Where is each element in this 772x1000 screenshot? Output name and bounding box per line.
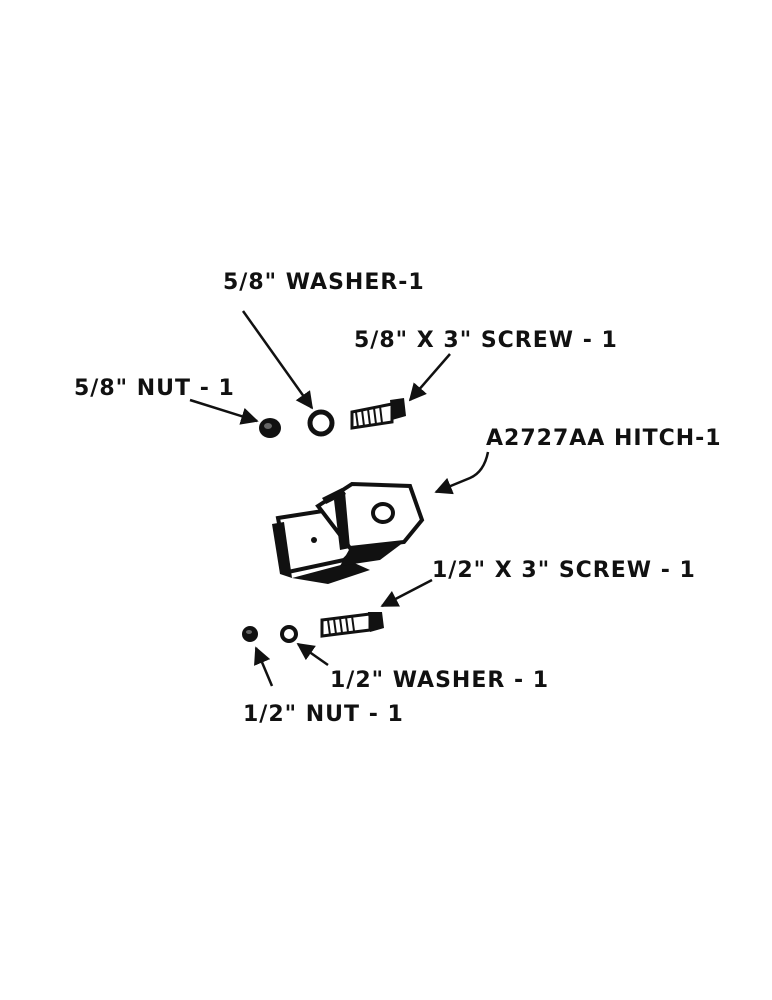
leader-hitch — [434, 451, 490, 495]
leader-washer-58 — [241, 310, 314, 410]
label-washer-58: 5/8" WASHER-1 — [223, 270, 425, 295]
leader-lines — [189, 310, 490, 687]
leader-screw-12 — [380, 578, 433, 608]
leader-washer-12 — [296, 642, 329, 667]
label-nut-58: 5/8" NUT - 1 — [74, 376, 235, 401]
label-screw-12: 1/2" X 3" SCREW - 1 — [432, 558, 696, 583]
label-hitch: A2727AA HITCH-1 — [486, 426, 722, 451]
hitch-part — [272, 481, 425, 584]
leader-screw-58 — [408, 353, 451, 402]
screw-58-part — [350, 398, 406, 430]
screw-12-part — [320, 612, 384, 638]
washer-58-part — [307, 409, 335, 437]
leader-nut-58 — [189, 398, 259, 425]
label-washer-12: 1/2" WASHER - 1 — [330, 668, 550, 693]
label-nut-12: 1/2" NUT - 1 — [243, 702, 404, 727]
leader-nut-12 — [254, 646, 274, 687]
washer-12-part — [280, 625, 298, 643]
nut-58-part — [259, 418, 281, 438]
label-screw-58: 5/8" X 3" SCREW - 1 — [354, 328, 618, 353]
nut-12-part — [242, 626, 258, 642]
